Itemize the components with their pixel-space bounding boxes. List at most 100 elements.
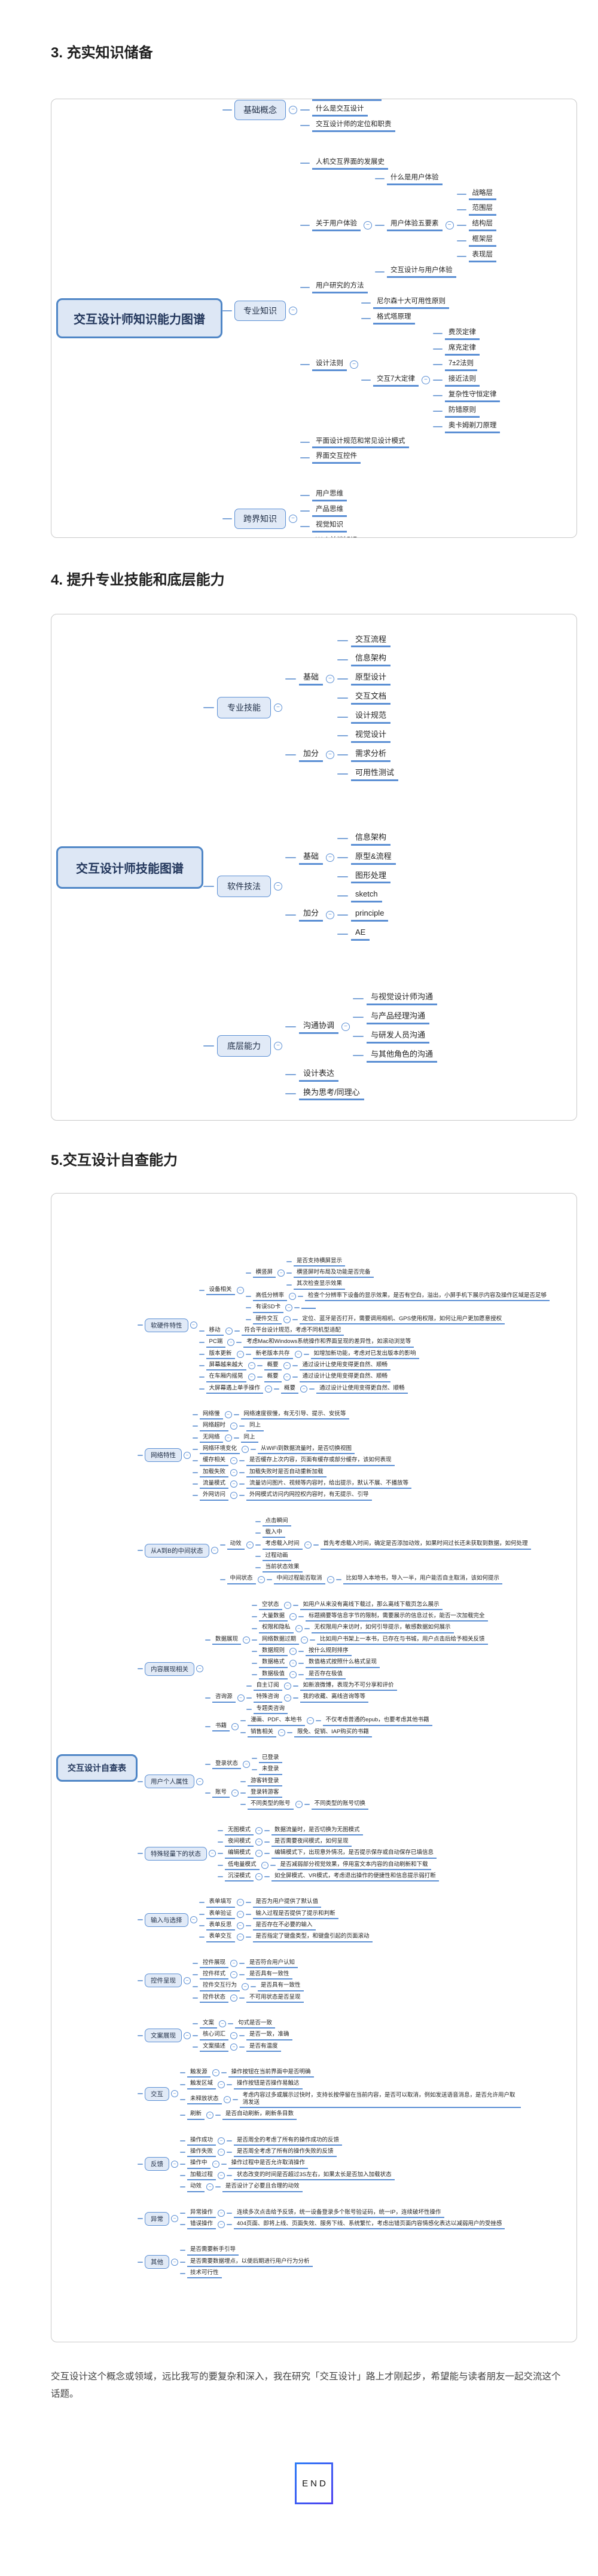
mindmap-node: 用户研究的方法: [312, 281, 368, 294]
collapse-minus-icon: −: [231, 1723, 239, 1730]
mindmap-branch: 底层能力: [217, 1035, 271, 1057]
mindmap-node: 设计法则: [312, 359, 347, 371]
mindmap-node: 销售相关: [248, 1728, 277, 1737]
mindmap-node: 其次检查显示效果: [294, 1280, 346, 1290]
mindmap-node: 信息架构: [351, 653, 391, 667]
mindmap-node: 不同类型的账号切换: [311, 1800, 369, 1810]
mindmap-node: 动效: [187, 2182, 205, 2192]
collapse-minus-icon: −: [236, 1910, 244, 1918]
collapse-minus-icon: −: [230, 1959, 238, 1967]
collapse-minus-icon: −: [326, 910, 335, 919]
mindmap-node: 高低分辨率: [252, 1292, 288, 1302]
mindmap-node: 是否具有一致性: [258, 1981, 304, 1991]
collapse-minus-icon: −: [171, 2160, 178, 2168]
collapse-minus-icon: −: [218, 2081, 225, 2088]
mindmap-node: 登录状态: [212, 1760, 242, 1769]
mindmap-node: 编辑模式: [225, 1849, 254, 1859]
mindmap-node: 控件状态: [200, 1993, 229, 2003]
mindmap-node: 连续多次点击给予反馈，统一设备登录多个账号验证码，统一IP，连续破坏性操作: [234, 2208, 444, 2218]
mindmap-node: 图形处理: [351, 870, 391, 884]
mindmap-node: 是否具有一致性: [246, 1970, 292, 1980]
mindmap-node: 用户思维: [312, 489, 347, 502]
mindmap-node: [301, 1307, 316, 1310]
mindmap-root: 交互设计师技能图谱: [56, 846, 203, 889]
collapse-minus-icon: −: [236, 1922, 244, 1930]
collapse-minus-icon: −: [350, 360, 358, 369]
mindmap-branch: 基础概念: [234, 100, 286, 121]
collapse-minus-icon: −: [219, 2020, 227, 2028]
collapse-minus-icon: −: [236, 1350, 244, 1358]
collapse-minus-icon: −: [306, 1717, 314, 1725]
collapse-minus-icon: −: [285, 1304, 293, 1312]
mindmap-node: 范围层: [468, 203, 496, 216]
collapse-minus-icon: −: [421, 376, 430, 385]
mindmap-node: principle: [351, 908, 389, 922]
mindmap-node: 同上: [240, 1433, 258, 1443]
mindmap-node: 概要: [264, 1361, 282, 1371]
mindmap-node: 产品思维: [312, 504, 347, 518]
mindmap-node: 已登录: [259, 1754, 282, 1764]
mindmap-node: 我的收藏、离线咨询等等: [300, 1693, 369, 1703]
mindmap-branch: 特殊轻量下的状态: [145, 1846, 207, 1861]
mindmap-node: 加载过程: [187, 2171, 216, 2181]
mindmap-node: 如全屏模式、VR模式，考虑退出操作的便捷性和信息提示弱打断: [271, 1872, 439, 1882]
collapse-minus-icon: −: [230, 1457, 238, 1465]
mindmap-node: 是否周全的考虑了所有的操作成功的反馈: [234, 2136, 343, 2146]
mindmap-node: 版本更新: [206, 1350, 235, 1359]
collapse-minus-icon: −: [283, 1373, 291, 1381]
mindmap-node: 与视觉设计师沟通: [367, 992, 438, 1005]
mindmap-node: 低电量模式: [225, 1861, 260, 1870]
mindmap-root: 交互设计自查表: [56, 1754, 138, 1782]
mindmap-node: 控件交互行为: [200, 1981, 240, 1991]
mindmap-node: 移动: [206, 1326, 224, 1336]
collapse-minus-icon: −: [184, 1451, 191, 1459]
mindmap-node: 是否存在不必要的输入: [252, 1921, 316, 1931]
collapse-minus-icon: −: [248, 1373, 255, 1381]
mindmap-node: 不仅考虑普通的epub，也要考虑其他书籍: [322, 1716, 432, 1726]
collapse-minus-icon: −: [341, 1023, 350, 1032]
mindmap-node: 是否需要新手引导: [187, 2245, 239, 2256]
collapse-minus-icon: −: [255, 1873, 263, 1881]
mindmap-node: 表单验证: [206, 1910, 235, 1919]
collapse-minus-icon: −: [224, 1434, 232, 1442]
mindmap-node: 控件展现: [200, 1959, 229, 1968]
mindmap-node: 与产品经理沟通: [367, 1011, 430, 1024]
mindmap-node: 数据流量时，是否切换为无图模式: [271, 1826, 363, 1835]
collapse-minus-icon: −: [206, 2183, 214, 2191]
mindmap-branch: 软件技法: [217, 875, 271, 897]
collapse-minus-icon: −: [184, 2032, 191, 2039]
mindmap-branch: 从A到B的中间状态: [145, 1543, 209, 1558]
mindmap-node: 设备相关: [206, 1286, 235, 1296]
collapse-minus-icon: −: [218, 2209, 225, 2217]
collapse-minus-icon: −: [248, 1362, 255, 1370]
mindmap-node: 表单反思: [206, 1921, 235, 1931]
mindmap-node: 数值格式按照什么格式呈现: [306, 1658, 380, 1668]
mindmap-root: 交互设计师知识能力图谱: [56, 298, 222, 338]
mindmap-node: 流量模式: [200, 1479, 229, 1489]
mindmap-node: 载入中: [262, 1528, 286, 1538]
collapse-minus-icon: −: [230, 1468, 238, 1476]
mindmap-node: 是否支持横屏显示: [294, 1257, 346, 1267]
section-title-5: 5.交互设计自查能力: [51, 1152, 178, 1168]
mindmap-node: 如用户从来没有离线下载过，那么离线下载页怎么展示: [300, 1601, 443, 1611]
mindmap-node: 咨询源: [212, 1693, 236, 1703]
collapse-minus-icon: −: [230, 1994, 238, 2002]
mindmap-node: 考虑载入时间: [262, 1540, 303, 1550]
mindmap-node: 按什么规则排序: [306, 1647, 352, 1657]
collapse-minus-icon: −: [206, 2111, 214, 2119]
mindmap-node: 什么是交互设计: [312, 104, 368, 117]
mindmap-node: 原型&流程: [351, 851, 396, 865]
collapse-minus-icon: −: [243, 1636, 251, 1644]
mindmap-node: 缓存相关: [200, 1456, 229, 1466]
mindmap-node: 与其他角色的沟通: [367, 1049, 438, 1063]
mindmap-node: AE: [351, 927, 370, 941]
collapse-minus-icon: −: [218, 2171, 225, 2179]
mindmap-node: 比如用户书架上一本书，已存在与书城，用户点击后给予相关反馈: [317, 1635, 488, 1645]
mindmap-node: 屏幕越来越大: [206, 1361, 246, 1371]
mindmap-node: 外网访问: [200, 1491, 229, 1501]
collapse-minus-icon: −: [289, 1671, 297, 1678]
mindmap-node: 互联网产品构建过程: [312, 99, 382, 101]
collapse-minus-icon: −: [289, 1613, 297, 1621]
collapse-minus-icon: −: [230, 1492, 238, 1500]
collapse-minus-icon: −: [230, 1971, 238, 1979]
